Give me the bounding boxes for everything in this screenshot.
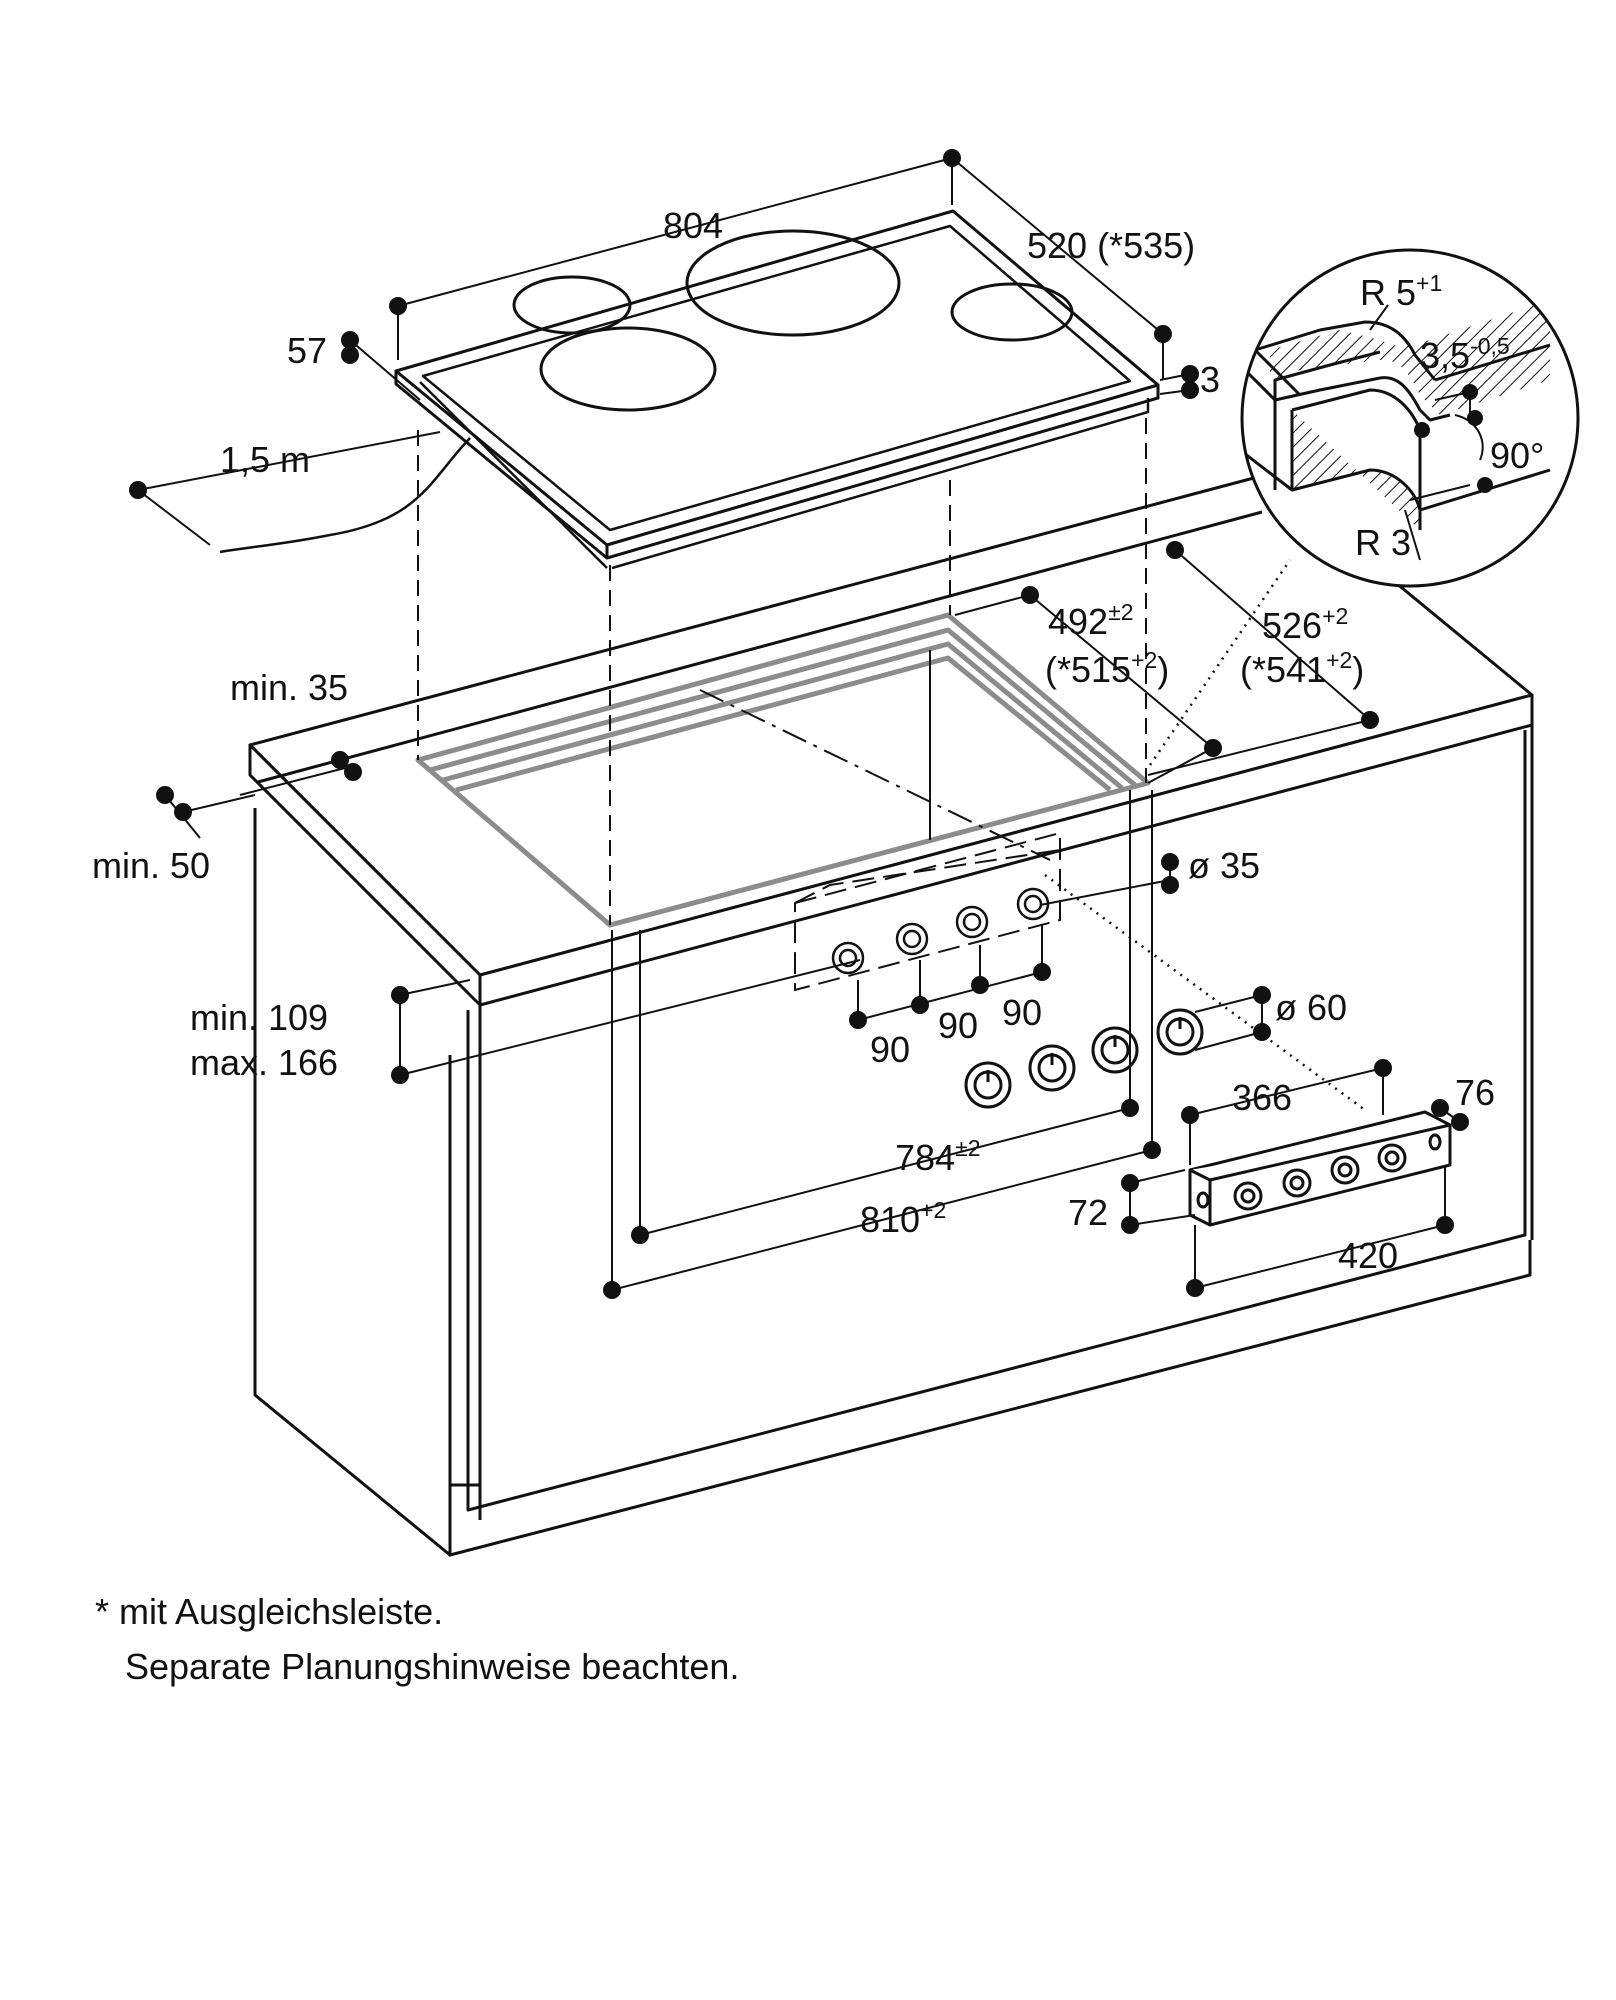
knob-4 [1156, 1008, 1204, 1056]
dim-76: 76 [1455, 1072, 1495, 1113]
dim-515: (*515+2) [1045, 647, 1169, 690]
dim-max166: max. 166 [190, 1042, 338, 1083]
dim-90-a: 90 [870, 1029, 910, 1070]
footnote-line-2: Separate Planungshinweise beachten. [125, 1646, 740, 1687]
dim-492: 492±2 [1048, 599, 1134, 642]
cabinet-left-side [253, 808, 452, 1557]
control-unit-knobs-top [831, 887, 1050, 975]
dim-784: 784±2 [895, 1135, 981, 1178]
dim-min50: min. 50 [92, 845, 210, 886]
dim-3: 3 [1200, 359, 1220, 400]
burner-front-left [539, 326, 717, 412]
plinth [448, 1240, 1532, 1557]
dim-810: 810+2 [860, 1197, 946, 1240]
cooktop [219, 209, 1160, 570]
knob-3 [1091, 1026, 1139, 1074]
knob-1 [964, 1061, 1012, 1109]
dim-dia35: ø 35 [1188, 845, 1260, 886]
dimension-dots [129, 149, 1469, 1299]
dim-804: 804 [663, 205, 723, 246]
burner-back-left [512, 275, 632, 335]
dim-min109: min. 109 [190, 997, 328, 1038]
burner-right [950, 282, 1074, 342]
detail-r3: R 3 [1355, 522, 1411, 563]
power-cable [219, 437, 471, 554]
control-unit-outline [794, 831, 1061, 992]
cooktop-inner-frame [421, 224, 1132, 532]
dim-541: (*541+2) [1240, 647, 1364, 690]
detail-3-5: 3,5-0,5 [1420, 333, 1510, 376]
edge-detail [1240, 248, 1580, 588]
cabinet [248, 473, 1534, 1557]
dim-cable-length: 1,5 m [220, 439, 310, 480]
front-knobs [964, 1008, 1204, 1109]
dim-72: 72 [1068, 1192, 1108, 1233]
detail-angle: 90° [1490, 435, 1544, 476]
detail-r5: R 5+1 [1360, 270, 1442, 313]
dim-57: 57 [287, 330, 327, 371]
dim-dia60: ø 60 [1275, 987, 1347, 1028]
dim-520: 520 (*535) [1027, 225, 1195, 266]
cooktop-front-edge [605, 383, 1160, 560]
cabinet-front [466, 730, 1527, 1512]
dim-min35: min. 35 [230, 667, 348, 708]
labels: 804 520 (*535) 57 3 1,5 m min. 35 min. 5… [92, 205, 1544, 1276]
knob-2 [1028, 1044, 1076, 1092]
dimension-lines [137, 157, 1461, 1291]
control-box [1188, 1110, 1452, 1227]
dim-90-c: 90 [1002, 992, 1042, 1033]
burner-large [685, 229, 901, 337]
dim-420: 420 [1338, 1235, 1398, 1276]
footnote-line-1: * mit Ausgleichsleiste. [95, 1591, 444, 1632]
dim-366: 366 [1232, 1077, 1292, 1118]
dim-90-b: 90 [938, 1005, 978, 1046]
dim-526: 526+2 [1262, 603, 1348, 646]
